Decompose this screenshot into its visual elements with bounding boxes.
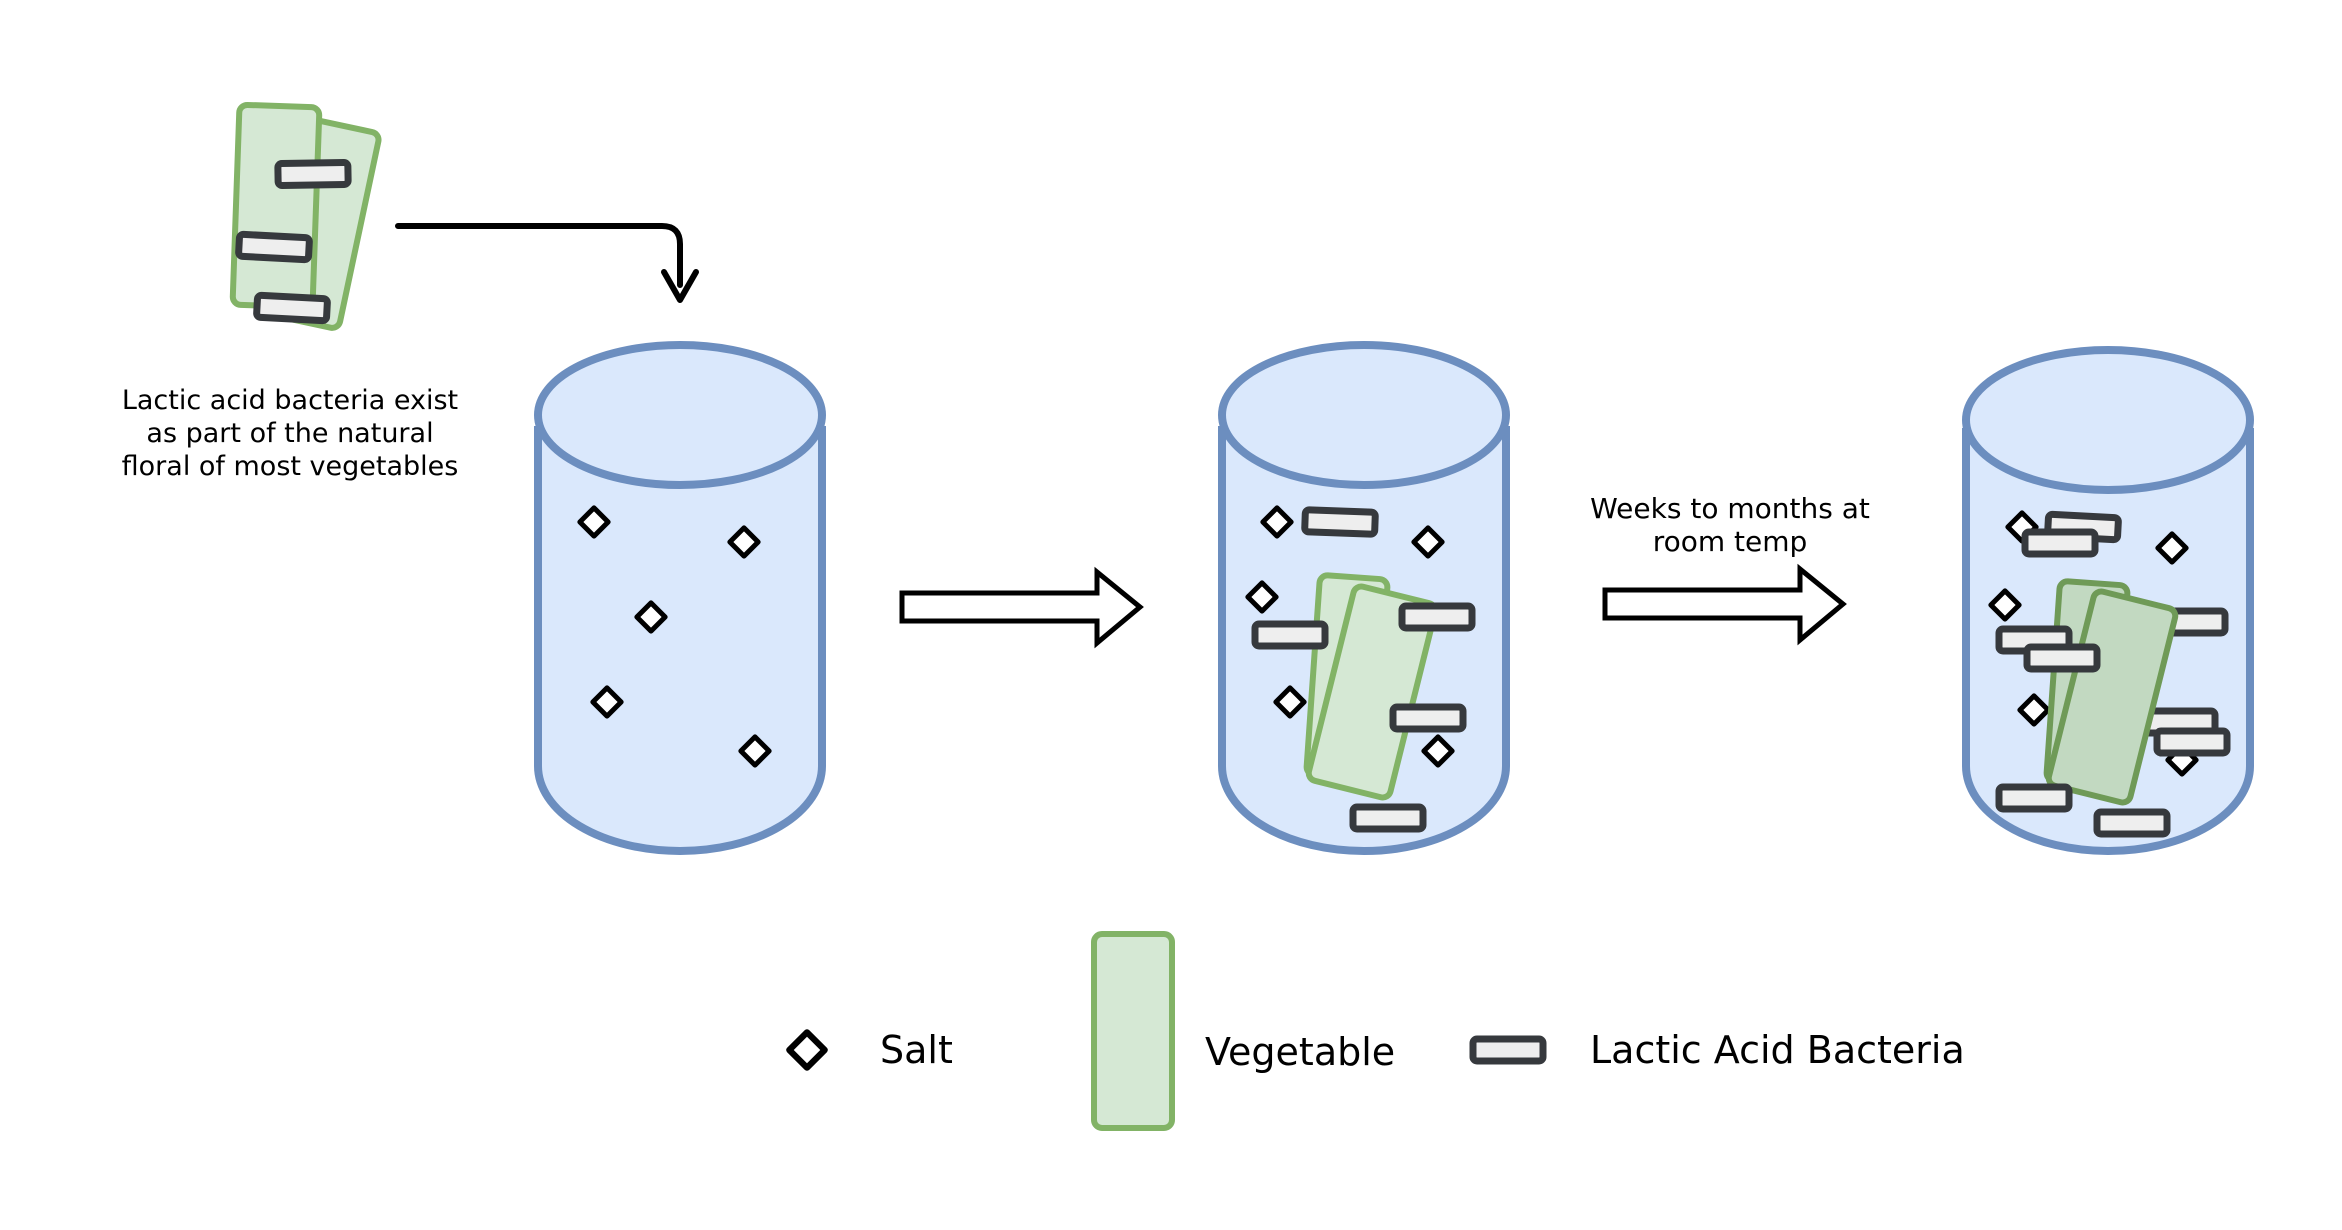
legend [789, 931, 1543, 1131]
bacterium [1305, 510, 1376, 534]
jar-body [534, 426, 826, 855]
bacterium [1402, 606, 1472, 628]
source-bacterium [238, 234, 309, 260]
bacterium [1255, 624, 1325, 646]
fermentation-time-line: room temp [1652, 525, 1808, 558]
legend-salt-symbol [789, 1032, 824, 1067]
source-caption-line: floral of most vegetables [121, 451, 459, 482]
hollow-arrow-2 [1602, 563, 1847, 646]
bacterium [2097, 812, 2167, 834]
fermentation-time-caption: Weeks to months at room temp [1540, 492, 1920, 558]
source-vegetable-front [229, 101, 323, 311]
legend-vegetable-symbol [1091, 931, 1175, 1131]
legend-vegetable-label: Vegetable [1205, 1030, 1396, 1074]
jar-top [1962, 346, 2254, 494]
bacterium [2027, 647, 2097, 669]
bacterium [1393, 707, 1463, 729]
source-vegetables [229, 101, 382, 331]
bacterium [1999, 787, 2069, 809]
vegetable-fermented [2045, 588, 2179, 806]
source-caption-line: Lactic acid bacteria exist [121, 385, 459, 416]
hollow-arrow-1 [899, 566, 1144, 649]
vegetable [1305, 583, 1439, 801]
source-bacterium [256, 295, 327, 321]
bacterium [1353, 807, 1423, 829]
jar-with-vegetables [1218, 341, 1510, 855]
source-bacterium [278, 162, 348, 185]
legend-bacteria-label: Lactic Acid Bacteria [1590, 1028, 1965, 1072]
bacterium [2157, 731, 2227, 753]
add-vegetables-arrow [395, 223, 699, 303]
jar-brine [534, 341, 826, 855]
fermentation-time-line: Weeks to months at [1590, 492, 1870, 525]
jar-fermented [1962, 346, 2254, 855]
source-caption: Lactic acid bacteria exist as part of th… [60, 384, 520, 483]
legend-salt-label: Salt [880, 1028, 953, 1072]
jar-top [1218, 341, 1510, 489]
bacterium [2025, 532, 2095, 554]
jar-top [534, 341, 826, 489]
legend-bacteria-symbol [1473, 1039, 1543, 1061]
source-caption-line: as part of the natural [146, 418, 434, 449]
